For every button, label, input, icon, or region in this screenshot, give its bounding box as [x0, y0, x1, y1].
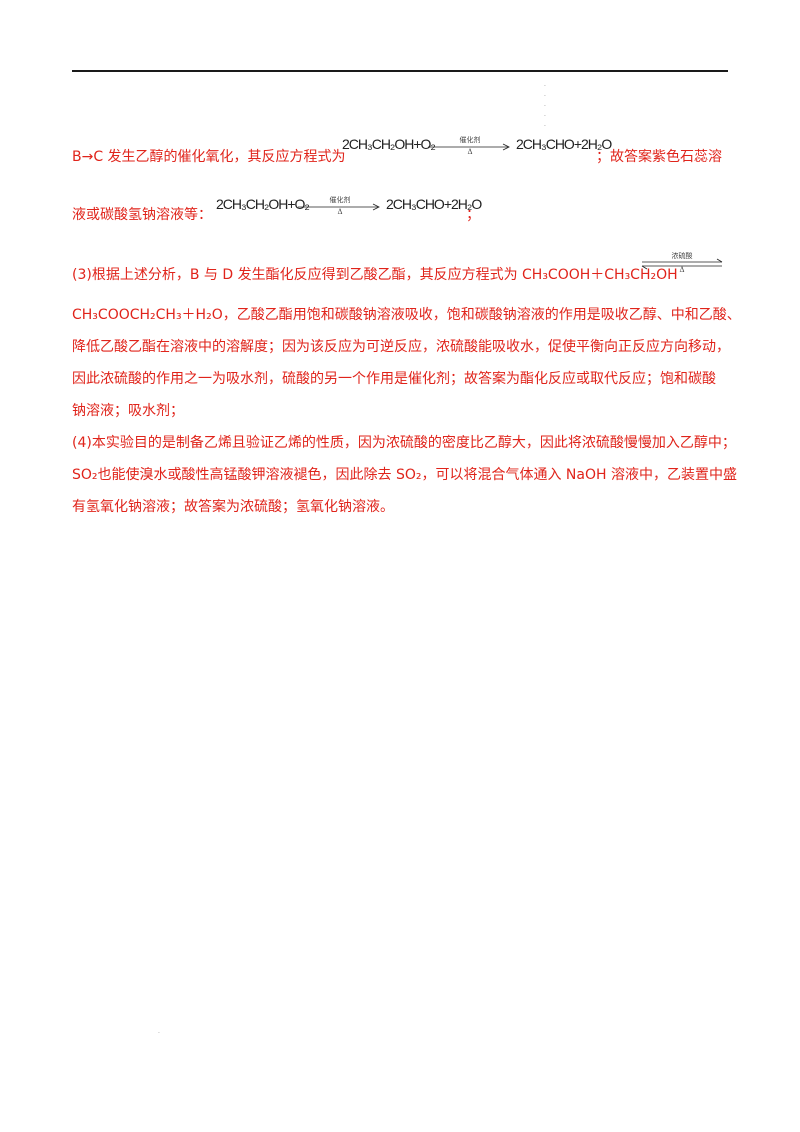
arrow-icon [298, 203, 380, 211]
equation-1-arrow: 催化剂 Δ [428, 136, 512, 158]
equation-1-left: 2CH₃CH₂OH+O₂ [342, 136, 436, 152]
text-line-5: 降低乙酸乙酯在溶液中的溶解度；因为该反应为可逆反应，浓硫酸能吸收水，促使平衡向正… [72, 339, 730, 355]
equation-2-arrow: 催化剂 Δ [298, 196, 382, 218]
equation-3-reversible-arrow: 浓硫酸 Δ [640, 252, 724, 276]
text-line-1: B→C 发生乙醇的催化氧化，其反应方程式为 [72, 146, 346, 166]
text-line-6: 因此浓硫酸的作用之一为吸水剂，硫酸的另一个作用是催化剂；故答案为酯化反应或取代反… [72, 371, 716, 387]
eq1-condition-top: 催化剂 [459, 136, 481, 144]
scan-dot: · [158, 1030, 160, 1037]
header-rule [72, 70, 728, 72]
line1-tail: ；故答案紫色石蕊溶 [596, 149, 722, 165]
text-line-8: (4)本实验目的是制备乙烯且验证乙烯的性质，因为浓硫酸的密度比乙醇大，因此将浓硫… [72, 435, 736, 451]
line2-tail: ； [466, 207, 480, 223]
equation-2-left: 2CH₃CH₂OH+O₂ [216, 196, 310, 212]
text-line-4: CH₃COOCH₂CH₃＋H₂O，乙酸乙酯用饱和碳酸钠溶液吸收，饱和碳酸钠溶液的… [72, 307, 741, 323]
equation-1-right: 2CH₃CHO+2H₂O [516, 136, 612, 152]
text-line-9: SO₂也能使溴水或酸性高锰酸钾溶液褪色，因此除去 SO₂，可以将混合气体通入 N… [72, 467, 737, 483]
equilibrium-arrow-icon [641, 258, 723, 270]
line1-text: B→C 发生乙醇的催化氧化，其反应方程式为 [72, 149, 346, 165]
text-line-2: 液或碳酸氢钠溶液等： [72, 207, 212, 223]
eq2-condition-top: 催化剂 [329, 196, 351, 204]
text-line-3: (3)根据上述分析，B 与 D 发生酯化反应得到乙酸乙酯，其反应方程式为 CH₃… [72, 267, 678, 283]
equation-2-right: 2CH₃CHO+2H₂O [386, 196, 482, 212]
arrow-icon [428, 143, 510, 151]
text-line-7: 钠溶液；吸水剂； [72, 403, 184, 419]
eq2-condition-bottom: Δ [337, 208, 343, 216]
eq3-condition-top: 浓硫酸 [671, 252, 693, 260]
eq3-condition-bottom: Δ [679, 266, 685, 274]
eq1-condition-bottom: Δ [467, 148, 473, 156]
text-line-10: 有氢氧化钠溶液；故答案为浓硫酸；氢氧化钠溶液。 [72, 499, 394, 515]
scan-dots: ····· [544, 83, 546, 130]
